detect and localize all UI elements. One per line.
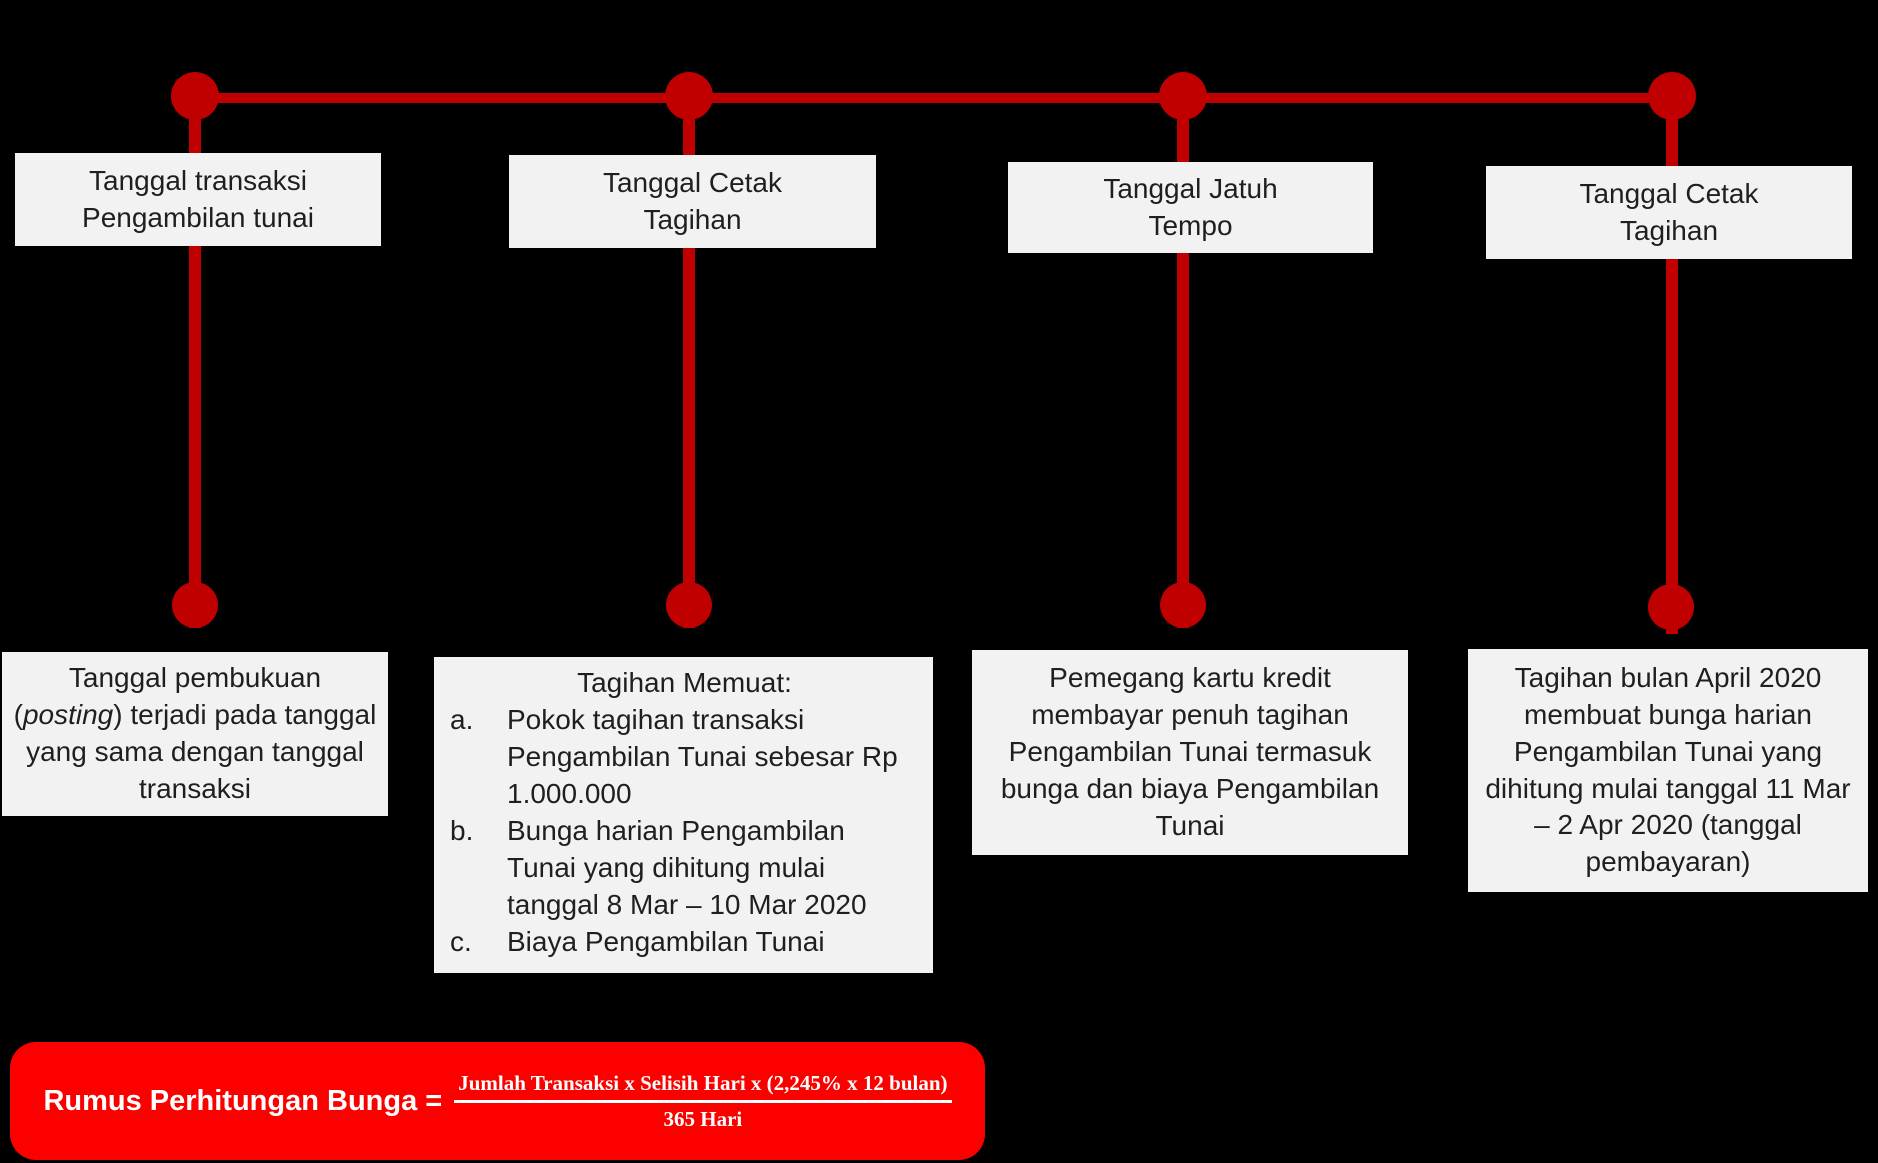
event-title: Tanggal Cetak Tagihan — [1579, 177, 1759, 246]
event-title-box-due-date: Tanggal Jatuh Tempo — [1008, 162, 1373, 253]
event-title: Tanggal transaksi Pengambilan tunai — [82, 164, 314, 233]
timeline-node-dot-bottom-2 — [666, 582, 712, 628]
formula-numerator: Jumlah Transaksi x Selisih Hari x (2,245… — [454, 1071, 952, 1103]
list-item: b. Bunga harian Pengambilan Tunai yang d… — [450, 813, 919, 924]
event-description-box-full-payment: Pemegang kartu kredit membayar penuh tag… — [972, 650, 1408, 855]
formula-fraction: Jumlah Transaksi x Selisih Hari x (2,245… — [454, 1071, 952, 1131]
interest-formula-box: Rumus Perhitungan Bunga = Jumlah Transak… — [10, 1042, 985, 1160]
list-item: a. Pokok tagihan transaksi Pengambilan T… — [450, 702, 919, 813]
description-suffix: ) terjadi pada tanggal yang sama dengan … — [26, 699, 377, 804]
list-item-text: Biaya Pengambilan Tunai — [507, 925, 825, 957]
event-title: Tanggal Cetak Tagihan — [602, 166, 782, 235]
timeline-node-dot-bottom-1 — [172, 582, 218, 628]
event-title: Tanggal Jatuh Tempo — [1103, 172, 1278, 241]
event-description: Pemegang kartu kredit membayar penuh tag… — [1000, 662, 1380, 841]
event-description-box-statement-contents: Tagihan Memuat: a. Pokok tagihan transak… — [434, 657, 933, 973]
list-item-text: Bunga harian Pengambilan Tunai yang dihi… — [507, 814, 867, 920]
list-item-text: Pokok tagihan transaksi Pengambilan Tuna… — [507, 703, 898, 809]
event-title-box-transaction-date: Tanggal transaksi Pengambilan tunai — [15, 153, 381, 246]
event-description-box-april-statement: Tagihan bulan April 2020 membuat bunga h… — [1468, 649, 1868, 892]
timeline-node-dot-bottom-4 — [1648, 584, 1694, 630]
event-title-box-statement-print-date-1: Tanggal Cetak Tagihan — [509, 155, 876, 248]
event-description: Tagihan bulan April 2020 membuat bunga h… — [1485, 661, 1851, 878]
formula-denominator: 365 Hari — [663, 1107, 743, 1131]
formula-label: Rumus Perhitungan Bunga = — [43, 1084, 443, 1117]
list-item-marker: b. — [450, 814, 474, 846]
timeline-node-dot-top-2 — [665, 72, 713, 120]
list-title: Tagihan Memuat: — [577, 667, 792, 698]
event-title-box-statement-print-date-2: Tanggal Cetak Tagihan — [1486, 166, 1852, 259]
description-italic-word: posting — [22, 699, 114, 731]
timeline-node-dot-top-3 — [1159, 72, 1207, 120]
timeline-node-dot-top-1 — [171, 72, 219, 120]
timeline-node-dot-top-4 — [1648, 72, 1696, 120]
list-item-marker: a. — [450, 703, 474, 735]
list-item: c. Biaya Pengambilan Tunai — [450, 924, 919, 961]
list-item-marker: c. — [450, 925, 472, 957]
event-description: Tanggal pembukuan (posting) terjadi pada… — [12, 660, 378, 808]
timeline-axis-line — [195, 93, 1672, 103]
timeline-node-dot-bottom-3 — [1160, 582, 1206, 628]
description-prefix: Tanggal pembukuan ( — [13, 662, 322, 731]
event-description-box-posting: Tanggal pembukuan (posting) terjadi pada… — [2, 652, 388, 816]
